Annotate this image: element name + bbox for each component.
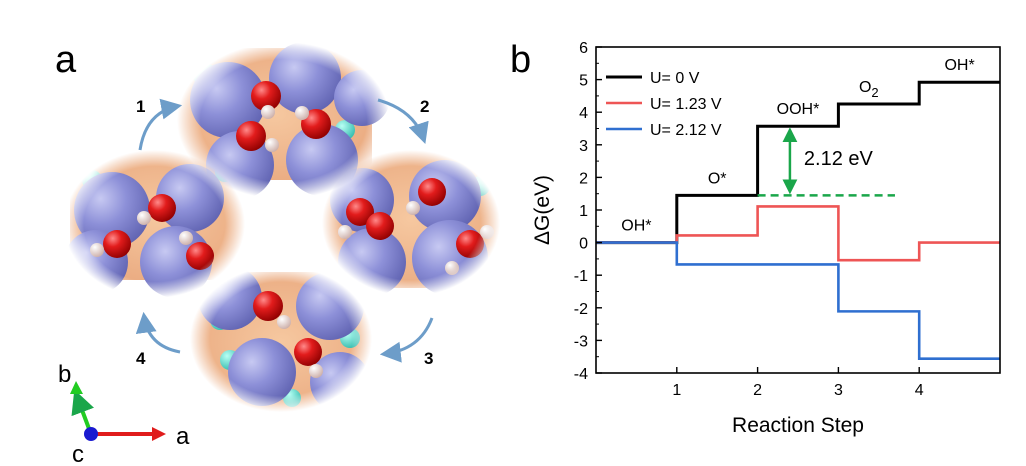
state-label-5: OH* [944,57,974,74]
cycle-arrow-4 [135,311,181,354]
step-label-3: 3 [424,349,433,368]
axis-b-label: b [58,361,71,388]
axis-c-label: c [72,441,84,466]
structure-right [322,150,500,296]
y-tick-label: -3 [574,333,588,350]
cycle-arrow-3 [379,317,434,363]
step-label-4: 4 [136,349,146,368]
x-tick-label: 3 [834,382,843,399]
y-axis-title: ΔG(eV) [531,175,554,245]
x-tick-label: 2 [753,382,762,399]
y-tick-label: 1 [579,203,588,220]
series-line-2 [596,205,1000,262]
x-axis-title: Reaction Step [732,414,864,437]
state-label-3: OOH* [777,101,820,118]
y-tick-label: -1 [574,268,588,285]
overpotential-label: 2.12 eV [804,148,874,170]
legend-entry-1: U= 0 V [650,70,700,87]
structure-bottom [190,266,372,412]
x-tick-label: 1 [672,382,681,399]
x-tick-label: 4 [915,382,924,399]
y-tick-label: 4 [579,105,588,122]
state-label-2: O* [708,170,727,187]
cycle-arrow-1 [138,98,183,151]
series-line-3 [596,241,1000,360]
legend-entry-3: U= 2.12 V [650,122,722,139]
legend-entry-2: U= 1.23 V [650,96,722,113]
y-tick-label: 6 [579,40,588,57]
y-tick-label: -2 [574,301,588,318]
step-label-1: 1 [136,97,145,116]
crystal-axes: b c a [58,361,190,466]
y-tick-label: -4 [574,366,588,383]
axis-a-label: a [176,423,190,450]
series-line-1 [596,80,1000,245]
cycle-arrow-2 [377,98,429,144]
panel-a-letter: a [55,39,77,81]
y-tick-label: 2 [579,170,588,187]
state-label-1: OH* [621,218,651,235]
y-tick-label: 3 [579,138,588,155]
y-tick-label: 5 [579,73,588,90]
step-label-2: 2 [420,97,429,116]
state-label-4: O2 [859,79,879,100]
y-tick-label: 0 [579,236,588,253]
panel-b-letter: b [510,39,531,81]
